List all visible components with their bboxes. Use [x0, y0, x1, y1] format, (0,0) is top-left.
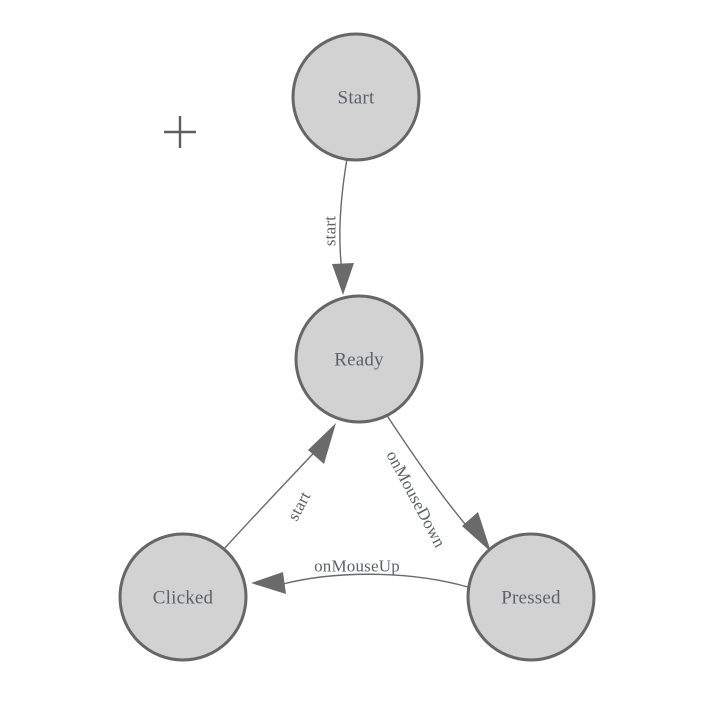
node-circle-pressed[interactable] — [466, 532, 596, 662]
edge-label-start-to-ready: start — [321, 216, 340, 246]
node-pressed[interactable]: Pressed — [466, 532, 596, 662]
node-ready[interactable]: Ready — [294, 294, 424, 424]
node-label-ready: Ready — [334, 350, 384, 371]
node-circle-start[interactable] — [291, 32, 421, 162]
edge-label-clicked-to-ready: start — [284, 488, 315, 524]
node-label-clicked: Clicked — [153, 588, 214, 609]
node-label-pressed: Pressed — [501, 588, 561, 609]
plus-crosshair-icon — [164, 116, 196, 148]
edge-path-pressed-to-clicked[interactable] — [282, 573, 469, 588]
edge-clicked-to-ready[interactable] — [223, 423, 336, 550]
edge-label-pressed-to-clicked: onMouseUp — [314, 557, 400, 576]
edge-ready-to-pressed[interactable] — [385, 413, 491, 552]
edge-path-start-to-ready[interactable] — [339, 158, 348, 273]
node-clicked[interactable]: Clicked — [118, 532, 248, 662]
node-circle-ready[interactable] — [294, 294, 424, 424]
arrowhead-clicked-to-ready — [308, 423, 336, 464]
node-label-start: Start — [338, 88, 375, 109]
edge-label-ready-to-pressed: onMouseDown — [382, 447, 449, 551]
arrowhead-start-to-ready — [332, 263, 354, 295]
edge-pressed-to-clicked[interactable] — [251, 572, 469, 594]
edge-start-to-ready[interactable] — [332, 158, 354, 295]
node-start[interactable]: Start — [291, 32, 421, 162]
arrowhead-pressed-to-clicked — [251, 572, 286, 594]
arrowhead-ready-to-pressed — [462, 512, 491, 552]
node-circle-clicked[interactable] — [118, 532, 248, 662]
